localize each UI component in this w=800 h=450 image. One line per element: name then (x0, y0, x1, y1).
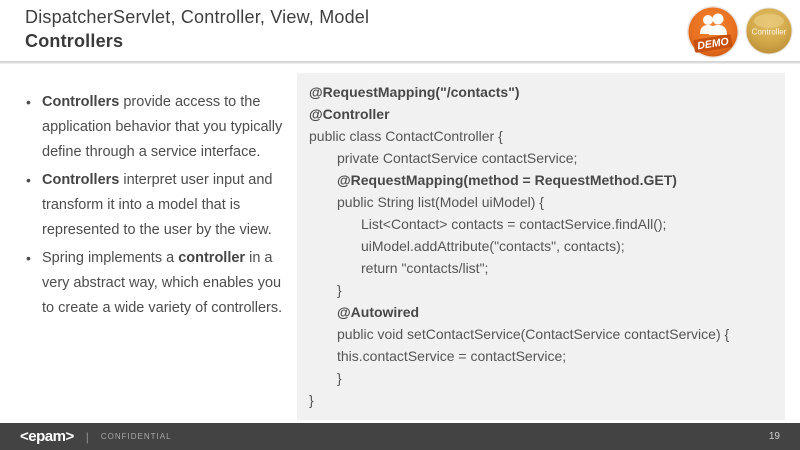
footer-separator: | (85, 429, 89, 444)
code-line: List<Contact> contacts = contactService.… (361, 216, 667, 232)
people-icon (700, 13, 727, 35)
code-line: } (309, 392, 314, 408)
page-subtitle: Controllers (25, 31, 124, 51)
code-line: @RequestMapping("/contacts") (309, 84, 520, 100)
list-item: • Spring implements a controller in a ver… (15, 246, 287, 321)
page-title: DispatcherServlet, Controller, View, Mod… (25, 7, 370, 27)
bullet-text: Controllers provide access to the applic… (42, 94, 283, 160)
badge-group: DEMO Controller (686, 4, 794, 60)
demo-badge: DEMO (687, 6, 739, 58)
code-line: @Autowired (337, 304, 420, 320)
code-block: @RequestMapping("/contacts") @Controller p… (297, 73, 785, 420)
code-line: } (337, 282, 342, 298)
bullet-list: • Controllers provide access to the appli… (15, 90, 287, 324)
controller-badge-label: Controller (752, 28, 787, 37)
page-number: 19 (768, 431, 780, 442)
code-line: return "contacts/list"; (361, 260, 489, 276)
controller-badge: Controller (745, 7, 793, 55)
demo-badge-label: DEMO (697, 36, 730, 53)
code-line: this.contactService = contactService; (337, 348, 567, 364)
list-item: • Controllers interpret user input and tr… (15, 168, 287, 243)
code-line: @Controller (309, 106, 390, 122)
bullet-text: Controllers interpret user input and tra… (42, 172, 273, 238)
bullet-icon: • (26, 250, 31, 266)
confidential-label: CONFIDENTIAL (100, 432, 172, 441)
code-line: public class ContactController { (309, 128, 503, 144)
code-line: } (337, 370, 342, 386)
header-divider (0, 61, 800, 64)
code-line: private ContactService contactService; (337, 150, 578, 166)
code-line: public void setContactService(ContactSer… (337, 326, 730, 342)
bullet-icon: • (26, 94, 31, 110)
code-line: @RequestMapping(method = RequestMethod.G… (337, 172, 677, 188)
code-line: public String list(Model uiModel) { (337, 194, 544, 210)
list-item: • Controllers provide access to the appli… (15, 90, 287, 165)
code-line: uiModel.addAttribute("contacts", contact… (361, 238, 625, 254)
epam-logo: <epam> (20, 428, 74, 445)
bullet-icon: • (26, 172, 31, 188)
footer: <epam> | CONFIDENTIAL 19 (0, 423, 800, 450)
bullet-text: Spring implements a controller in a very… (42, 250, 283, 316)
